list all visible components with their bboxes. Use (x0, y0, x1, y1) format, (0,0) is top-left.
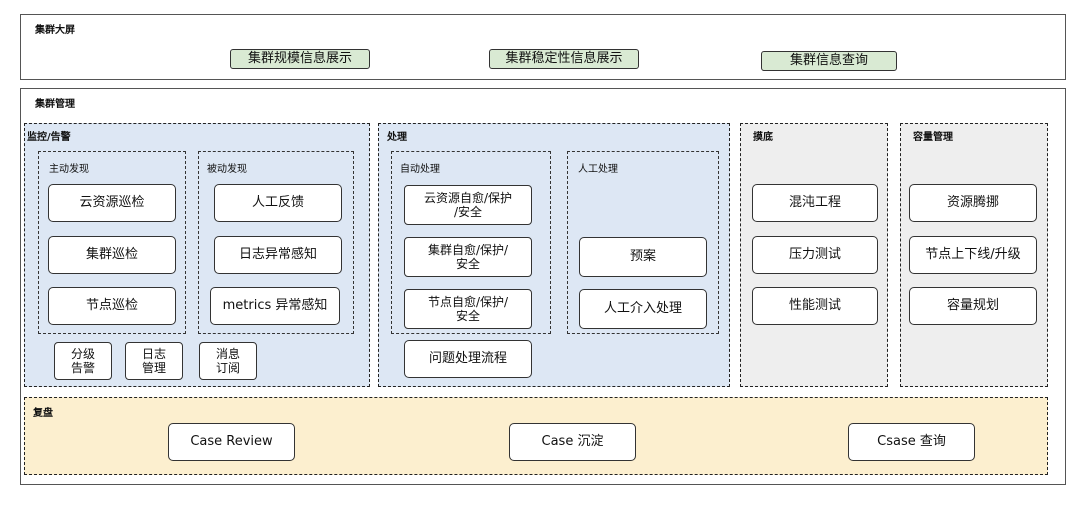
cloud-resource-inspection-button[interactable]: 云资源巡检 (48, 184, 176, 222)
stress-test-button[interactable]: 压力测试 (752, 236, 878, 274)
passive-discovery-title: 被动发现 (207, 164, 247, 175)
cluster-scale-info-button[interactable]: 集群规模信息展示 (230, 49, 370, 69)
graded-alert-button[interactable]: 分级 告警 (54, 342, 112, 380)
node-self-heal-button[interactable]: 节点自愈/保护/ 安全 (404, 289, 532, 329)
message-subscribe-button[interactable]: 消息 订阅 (199, 342, 257, 380)
performance-test-button[interactable]: 性能测试 (752, 287, 878, 325)
case-accumulation-button[interactable]: Case 沉淀 (509, 423, 636, 461)
resource-migration-button[interactable]: 资源腾挪 (909, 184, 1037, 222)
cluster-inspection-button[interactable]: 集群巡检 (48, 236, 176, 274)
active-discovery-group: 主动发现 (38, 151, 186, 334)
manual-handling-title: 人工处理 (578, 164, 618, 175)
manual-intervention-button[interactable]: 人工介入处理 (579, 289, 707, 329)
capacity-title: 容量管理 (913, 132, 953, 143)
log-anomaly-button[interactable]: 日志异常感知 (214, 236, 342, 274)
node-online-offline-button[interactable]: 节点上下线/升级 (909, 236, 1037, 274)
auto-handling-title: 自动处理 (400, 164, 440, 175)
manual-handling-group: 人工处理 (567, 151, 719, 334)
handling-title: 处理 (387, 132, 407, 143)
cluster-dashboard-title: 集群大屏 (35, 25, 75, 36)
chaos-engineering-button[interactable]: 混沌工程 (752, 184, 878, 222)
log-management-button[interactable]: 日志 管理 (125, 342, 183, 380)
case-query-button[interactable]: Csase 查询 (848, 423, 975, 461)
manual-feedback-button[interactable]: 人工反馈 (214, 184, 342, 222)
cloud-self-heal-button[interactable]: 云资源自愈/保护 /安全 (404, 185, 532, 225)
cluster-stability-info-button[interactable]: 集群稳定性信息展示 (489, 49, 639, 69)
case-review-button[interactable]: Case Review (168, 423, 295, 461)
auto-handling-group: 自动处理 (391, 151, 551, 334)
cluster-management-title: 集群管理 (35, 99, 75, 110)
problem-handling-flow-button[interactable]: 问题处理流程 (404, 340, 532, 378)
node-inspection-button[interactable]: 节点巡检 (48, 287, 176, 325)
review-title: 复盘 (33, 408, 53, 419)
passive-discovery-group: 被动发现 (198, 151, 354, 334)
cluster-info-query-button[interactable]: 集群信息查询 (761, 51, 897, 71)
cluster-self-heal-button[interactable]: 集群自愈/保护/ 安全 (404, 237, 532, 277)
contingency-plan-button[interactable]: 预案 (579, 237, 707, 277)
active-discovery-title: 主动发现 (49, 164, 89, 175)
monitor-alert-title: 监控/告警 (27, 132, 71, 143)
metrics-anomaly-button[interactable]: metrics 异常感知 (210, 287, 340, 325)
probe-title: 摸底 (753, 132, 773, 143)
capacity-planning-button[interactable]: 容量规划 (909, 287, 1037, 325)
cluster-dashboard-panel: 集群大屏 集群规模信息展示 集群稳定性信息展示 集群信息查询 (20, 14, 1066, 80)
